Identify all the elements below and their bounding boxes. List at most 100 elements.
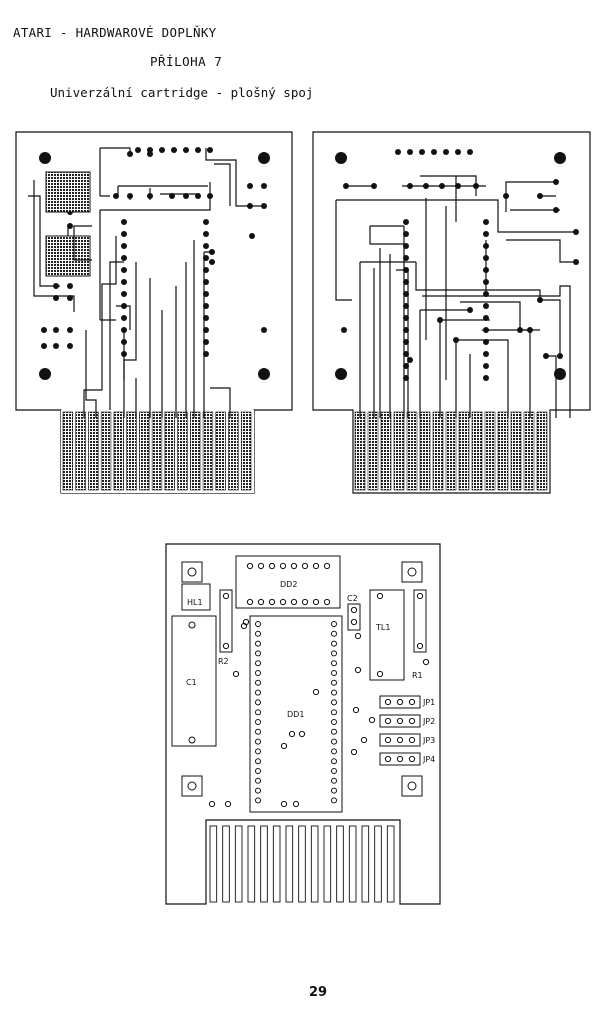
mounting-hole bbox=[554, 368, 566, 380]
mounting-hole bbox=[335, 152, 347, 164]
dd2-pin bbox=[290, 562, 298, 570]
edge-finger bbox=[100, 411, 112, 491]
layout-outline bbox=[165, 543, 441, 905]
mounting-square bbox=[181, 561, 203, 583]
dd1-pin bbox=[331, 709, 337, 716]
jumper-pin bbox=[408, 698, 416, 706]
dd1-pin bbox=[255, 768, 261, 774]
edge-finger bbox=[164, 411, 175, 491]
dd2-label: DD2 bbox=[280, 580, 297, 589]
edge-finger bbox=[272, 825, 281, 903]
pad bbox=[407, 149, 413, 155]
edge-finger bbox=[374, 825, 382, 903]
pad bbox=[41, 343, 47, 349]
pad bbox=[203, 231, 209, 237]
pad bbox=[53, 343, 59, 349]
mounting-square bbox=[401, 561, 423, 583]
pcb-top-side bbox=[15, 131, 293, 494]
dd1-pin bbox=[331, 728, 337, 735]
pcb-bottom-edge-fingers bbox=[354, 411, 548, 491]
pad bbox=[209, 259, 215, 265]
mounting-square bbox=[401, 775, 423, 797]
pad bbox=[121, 255, 127, 261]
edge-finger bbox=[323, 825, 332, 903]
pad bbox=[147, 151, 153, 157]
pad bbox=[121, 231, 127, 237]
jp3-label: JP3 bbox=[422, 736, 435, 745]
r1-label: R1 bbox=[412, 671, 423, 680]
pad bbox=[203, 243, 209, 249]
edge-finger bbox=[484, 411, 496, 491]
figure-caption: Univerzální cartridge - plošný spoj bbox=[50, 85, 314, 100]
mounting-square bbox=[181, 775, 203, 797]
pad bbox=[483, 219, 489, 225]
edge-finger bbox=[354, 411, 366, 491]
pad bbox=[41, 327, 47, 333]
layout-edge-fingers bbox=[209, 825, 395, 903]
edge-finger bbox=[62, 411, 74, 491]
dd2-pin bbox=[279, 562, 287, 570]
edge-finger bbox=[209, 825, 218, 903]
dd2-pin bbox=[312, 562, 320, 570]
edge-finger bbox=[471, 411, 483, 491]
pad bbox=[121, 279, 127, 285]
pad bbox=[121, 243, 127, 249]
document-title: ATARI - HARDWAROVÉ DOPLŇKY bbox=[13, 25, 217, 40]
edge-finger bbox=[285, 825, 294, 903]
pad bbox=[261, 327, 267, 333]
dd1-pin bbox=[331, 758, 337, 765]
pcb-top-large-pad bbox=[45, 171, 91, 213]
hl1-label: HL1 bbox=[187, 598, 203, 607]
dd1-pin bbox=[331, 719, 337, 725]
edge-finger bbox=[386, 825, 395, 903]
dd1-pin bbox=[255, 689, 261, 696]
edge-finger bbox=[348, 825, 357, 903]
edge-finger bbox=[361, 825, 370, 903]
edge-finger bbox=[126, 411, 137, 491]
dd2-pin bbox=[268, 598, 276, 606]
edge-finger bbox=[419, 411, 431, 491]
dd2-pin bbox=[268, 562, 276, 570]
edge-finger bbox=[336, 825, 344, 903]
edge-finger bbox=[75, 411, 86, 491]
dd1-pin bbox=[255, 640, 261, 647]
pad bbox=[455, 149, 461, 155]
dd1-pin bbox=[255, 660, 261, 667]
edge-finger bbox=[88, 411, 99, 491]
mounting-hole bbox=[39, 152, 51, 164]
pcb-top-edge-fingers bbox=[62, 411, 252, 491]
r2-label: R2 bbox=[218, 657, 229, 666]
dd1-pin bbox=[331, 660, 337, 667]
jumper-pin bbox=[396, 736, 404, 744]
dd1-pin bbox=[255, 630, 261, 637]
dd1-pin bbox=[331, 768, 337, 774]
dd1-pin bbox=[331, 738, 337, 745]
pcb-bottom-pads bbox=[341, 149, 579, 381]
jumper-pin bbox=[384, 717, 392, 725]
dd1-pin bbox=[331, 748, 337, 755]
dd1-pin bbox=[255, 621, 261, 627]
edge-finger bbox=[432, 411, 444, 491]
pad bbox=[159, 147, 165, 153]
dd1-pin bbox=[331, 670, 337, 676]
pad bbox=[403, 219, 409, 225]
edge-finger bbox=[215, 411, 226, 491]
dd1-pin bbox=[255, 679, 261, 686]
dd2-pin bbox=[301, 562, 309, 570]
pad bbox=[183, 147, 189, 153]
pad bbox=[483, 231, 489, 237]
r1-outline bbox=[413, 589, 427, 653]
pad bbox=[261, 183, 267, 189]
page-number: 29 bbox=[309, 985, 328, 1000]
edge-finger bbox=[177, 411, 188, 491]
jp2-label: JP2 bbox=[422, 717, 435, 726]
dd2-pin bbox=[257, 598, 265, 606]
dd2-pin bbox=[323, 562, 331, 570]
mounting-hole bbox=[39, 368, 51, 380]
edge-finger bbox=[151, 411, 163, 491]
dd1-pin bbox=[255, 728, 261, 735]
mounting-hole bbox=[335, 368, 347, 380]
edge-finger bbox=[536, 411, 548, 491]
edge-finger bbox=[497, 411, 509, 491]
